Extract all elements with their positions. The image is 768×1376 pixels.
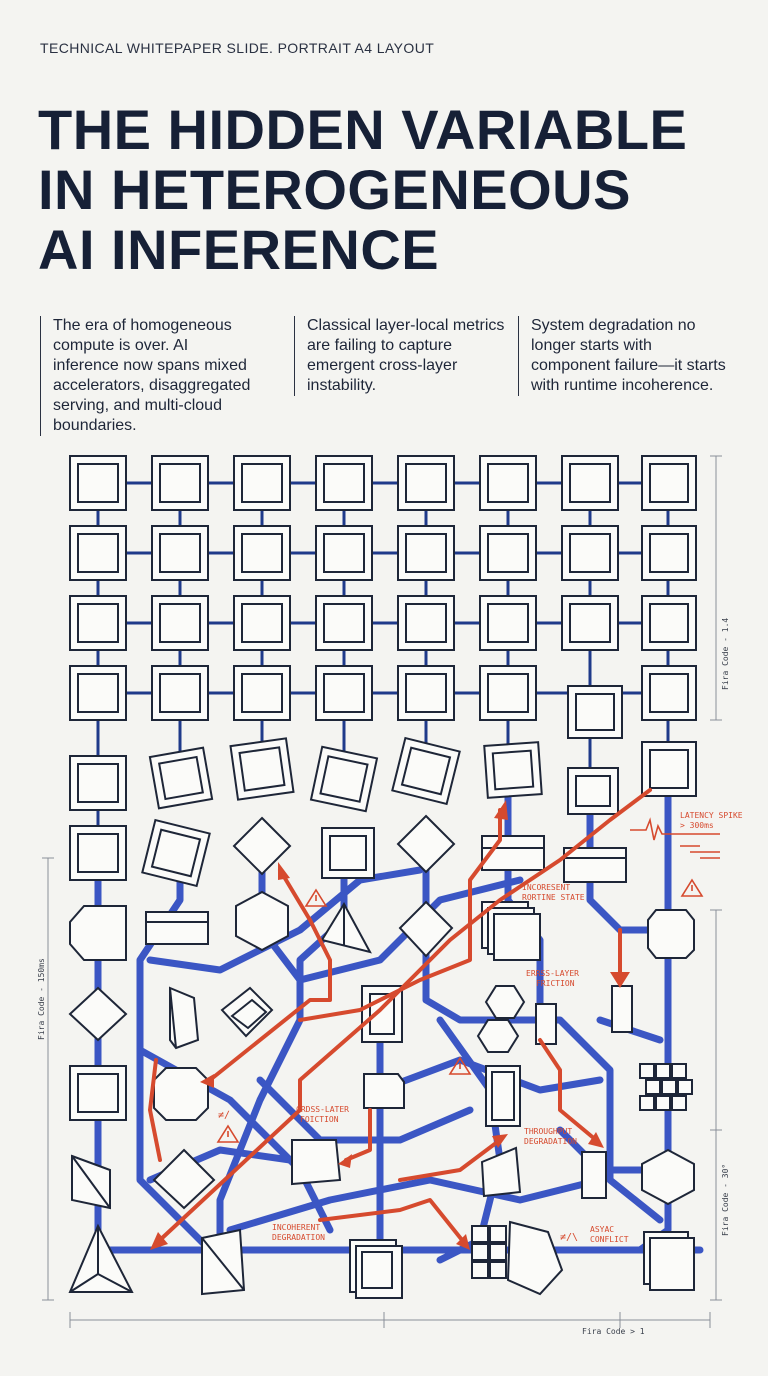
- intro-column-3: System degradation no longer starts with…: [518, 316, 731, 396]
- annotations: LATENCY SPIKE > 300ms INCORESENT RORTINE…: [218, 811, 743, 1244]
- grid-row-1: [69, 455, 697, 511]
- warning-icon: [304, 888, 328, 907]
- async-conflict-label-a: ASYAC: [590, 1225, 614, 1234]
- grid-row-5: [69, 736, 697, 815]
- latency-spike-icon: [630, 817, 720, 859]
- scale-rulers: [42, 455, 722, 1328]
- incoherent-degradation-label-b: DEGRADATION: [272, 1233, 325, 1242]
- grid-row-6: [69, 814, 627, 888]
- throughput-label-b: DEGRADATION: [524, 1137, 577, 1146]
- title-line-2: IN HETEROGENEOUS: [38, 158, 631, 221]
- grid-row-2: [69, 525, 697, 581]
- title-line-1: THE HIDDEN VARIABLE: [38, 98, 688, 161]
- warning-icons: [216, 878, 704, 1143]
- red-arrowheads: [150, 800, 630, 1250]
- cross-layer-label-2b: FOICTION: [300, 1115, 339, 1124]
- intro-column-2: Classical layer-local metrics are failin…: [294, 316, 507, 396]
- async-conflict-label-b: CONFLICT: [590, 1235, 629, 1244]
- system-diagram: LATENCY SPIKE > 300ms INCORESENT RORTINE…: [37, 455, 743, 1336]
- grid-row-4: [69, 665, 697, 739]
- warning-icon: [680, 878, 704, 897]
- latency-spike-label: LATENCY SPIKE: [680, 811, 743, 820]
- grid-row-3: [69, 595, 697, 651]
- incoherent-degradation-label-a: INCOHERENT: [272, 1223, 320, 1232]
- page-title: THE HIDDEN VARIABLE IN HETEROGENEOUS AI …: [38, 100, 738, 280]
- cross-layer-label-1a: ERRSS-LAYER: [526, 969, 579, 978]
- lower-nodes: [68, 890, 695, 1299]
- eyebrow-label: TECHNICAL WHITEPAPER SLIDE. PORTRAIT A4 …: [40, 40, 435, 56]
- friction-glyph-1: ≠∕: [218, 1110, 230, 1121]
- scale-label-bottom: Fira Code > 1: [582, 1327, 645, 1336]
- friction-glyph-2: ≠/\: [560, 1232, 578, 1243]
- scale-label-left: Fira Code - 150ms: [37, 958, 46, 1040]
- cross-layer-label-2a: CRDSS-LATER: [296, 1105, 349, 1114]
- incoherent-state-label-1: INCORESENT: [522, 883, 570, 892]
- scale-labels: Fira Code - 1.4 Fira Code - 30° Fira Cod…: [37, 618, 730, 1336]
- scale-label-right-bottom: Fira Code - 30°: [721, 1164, 730, 1236]
- latency-spike-value: > 300ms: [680, 821, 714, 830]
- warning-icon: [448, 1056, 472, 1075]
- scale-label-right-top: Fira Code - 1.4: [721, 618, 730, 690]
- title-line-3: AI INFERENCE: [38, 218, 440, 281]
- cross-layer-label-1b: FRICTION: [536, 979, 575, 988]
- incoherent-state-label-2: RORTINE STATE: [522, 893, 585, 902]
- intro-column-1: The era of homogeneous compute is over. …: [40, 316, 253, 436]
- throughput-label-a: THROUGHPUT: [524, 1127, 572, 1136]
- node-grid: [69, 455, 697, 888]
- warning-icon: [216, 1124, 240, 1143]
- red-flows: [148, 788, 652, 1242]
